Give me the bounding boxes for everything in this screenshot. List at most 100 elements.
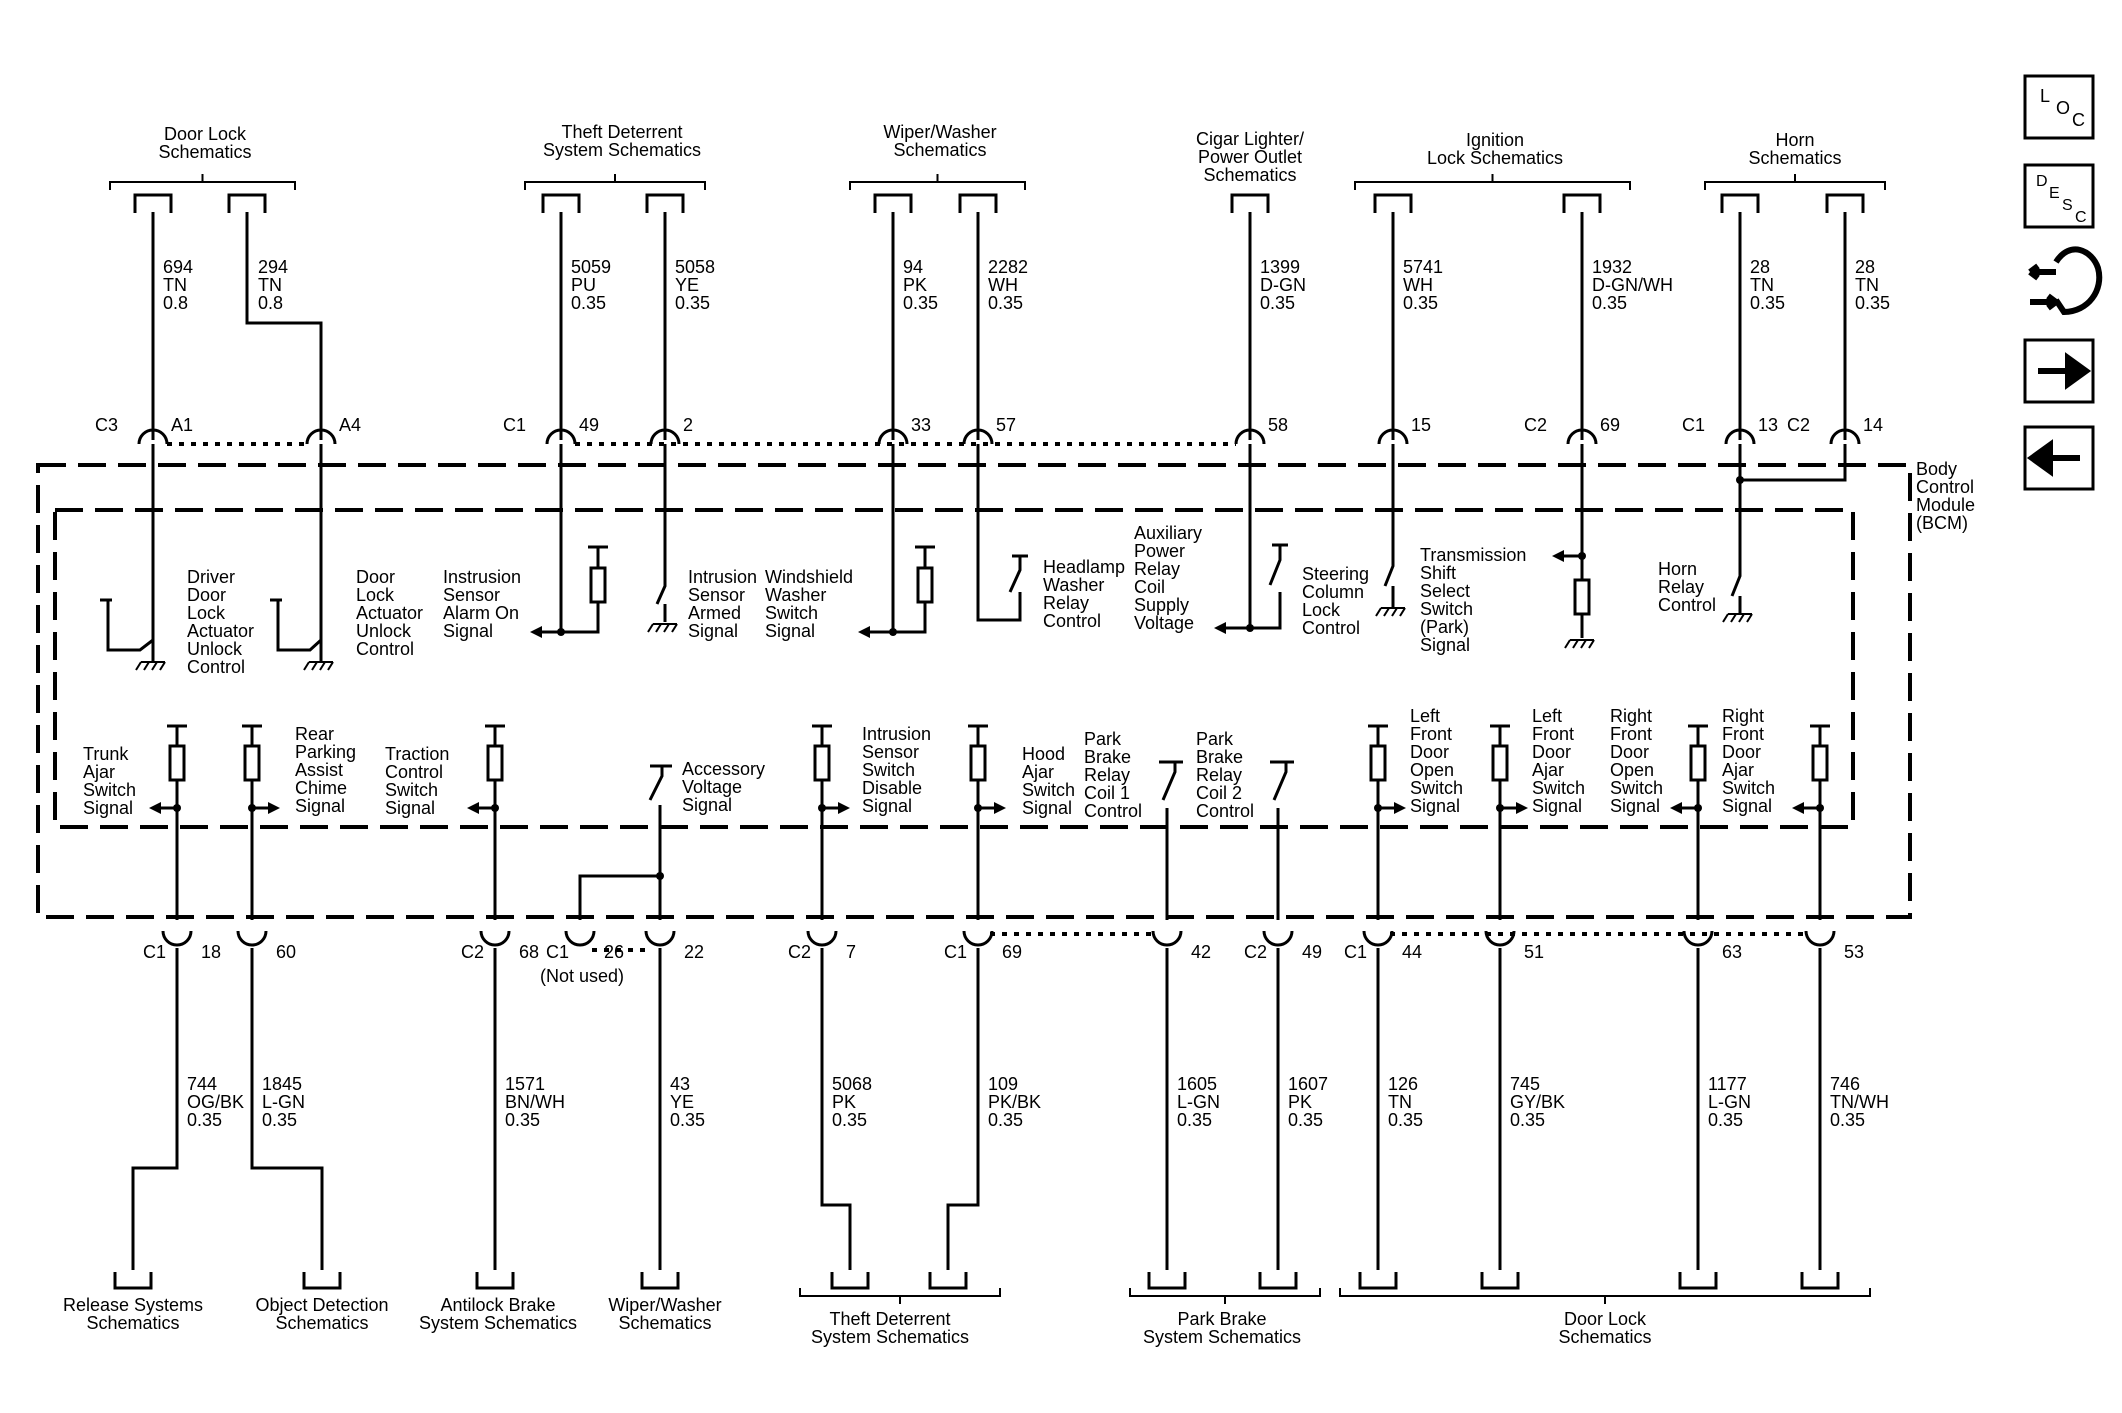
pin-label: 13 <box>1758 415 1778 435</box>
group-bracket <box>109 174 296 190</box>
internal-label: Instrusion <box>443 567 521 587</box>
connector-terminal <box>479 930 511 947</box>
desc-letter: S <box>2062 197 2073 214</box>
wire-layer <box>36 174 1912 1304</box>
arrow-left-icon <box>1670 802 1682 814</box>
circuit-label: OG/BK <box>187 1092 244 1112</box>
internal-label: Signal <box>1420 635 1470 655</box>
connector-arrows[interactable] <box>2028 263 2058 311</box>
module-label: Body <box>1916 459 1957 479</box>
wire <box>968 724 988 808</box>
pin-label: 44 <box>1402 942 1422 962</box>
arrow-right-icon[interactable] <box>2038 352 2092 390</box>
internal-label: Signal <box>295 796 345 816</box>
internal-label: Signal <box>1532 796 1582 816</box>
internal-label: Rear <box>295 724 334 744</box>
connector-label: C1 <box>503 415 526 435</box>
circuit-label: 5068 <box>832 1074 872 1094</box>
internal-label: Sensor <box>688 585 745 605</box>
internal-label: Control <box>1043 611 1101 631</box>
group-bracket <box>1354 174 1631 190</box>
pin-note: (Not used) <box>540 966 624 986</box>
circuit-label: 0.35 <box>675 293 710 313</box>
pin-label: A1 <box>171 415 193 435</box>
top-group-label: Horn <box>1775 130 1814 150</box>
circuit-label: PK <box>832 1092 856 1112</box>
internal-label: Relay <box>1084 765 1130 785</box>
pin-label: A4 <box>339 415 361 435</box>
desc-button-frame[interactable] <box>2023 163 2095 229</box>
connector-icon[interactable] <box>2028 246 2103 316</box>
arrow-left-icon <box>149 802 161 814</box>
top-group-label: Schematics <box>1203 165 1296 185</box>
arrow-right-icon <box>1394 802 1406 814</box>
loc-button[interactable]: LOC <box>2023 74 2095 140</box>
internal-label: Switch <box>83 780 136 800</box>
internal-label: Signal <box>385 798 435 818</box>
internal-label: Right <box>1722 706 1764 726</box>
pin-label: 18 <box>201 942 221 962</box>
resistor-icon <box>916 566 934 604</box>
internal-label: Switch <box>1022 780 1075 800</box>
internal-label: Select <box>1420 581 1470 601</box>
pin-label: 60 <box>276 942 296 962</box>
ground-icon <box>647 623 678 633</box>
internal-label: Signal <box>1410 796 1460 816</box>
relay-switch <box>648 764 672 876</box>
internal-label: Park <box>1196 729 1234 749</box>
circuit-label: TN <box>1388 1092 1412 1112</box>
circuit-label: YE <box>670 1092 694 1112</box>
circuit-label: TN/WH <box>1830 1092 1889 1112</box>
wire <box>870 470 895 634</box>
module-label: Control <box>1916 477 1974 497</box>
internal-label: Sensor <box>862 742 919 762</box>
circuit-label: 0.35 <box>1403 293 1438 313</box>
switch-icon <box>1730 470 1847 614</box>
junction-dot <box>889 628 897 636</box>
module-label: (BCM) <box>1916 513 1968 533</box>
bottom-group-label: Object Detection <box>255 1295 388 1315</box>
pin-label: 42 <box>1191 942 1211 962</box>
internal-label: Signal <box>1610 796 1660 816</box>
ground-icon <box>1375 607 1406 617</box>
junction-dot <box>1736 476 1744 484</box>
circuit-label: D-GN <box>1260 275 1306 295</box>
wire <box>561 545 608 634</box>
internal-label: Steering <box>1302 564 1369 584</box>
internal-label: Lock <box>187 603 226 623</box>
back-button[interactable] <box>2023 425 2095 491</box>
connector-shape[interactable] <box>2053 246 2103 316</box>
connector-terminal <box>1484 930 1516 947</box>
arrow-right-icon <box>1516 802 1528 814</box>
bottom-group-label: Schematics <box>618 1313 711 1333</box>
forward-button[interactable] <box>2023 338 2095 404</box>
connector-terminal <box>1377 428 1409 445</box>
circuit-label: L-GN <box>262 1092 305 1112</box>
arrow-left-icon[interactable] <box>2026 439 2080 477</box>
circuit-label: 0.35 <box>1855 293 1890 313</box>
desc-letter: C <box>2075 209 2087 226</box>
internal-label: Ajar <box>83 762 115 782</box>
circuit-label: 1571 <box>505 1074 545 1094</box>
switch-icon <box>1383 470 1395 608</box>
circuit-label: 0.35 <box>1288 1110 1323 1130</box>
internal-label: Voltage <box>682 777 742 797</box>
circuit-label: 0.35 <box>1830 1110 1865 1130</box>
wire <box>578 874 660 920</box>
connector-terminal <box>1262 930 1294 947</box>
pin-label: 7 <box>846 942 856 962</box>
internal-label: Chime <box>295 778 347 798</box>
arrow-left-icon <box>530 626 542 638</box>
internal-label: Front <box>1532 724 1574 744</box>
internal-label: Intrusion <box>862 724 931 744</box>
internal-label: Ajar <box>1532 760 1564 780</box>
circuit-label: 5741 <box>1403 257 1443 277</box>
loc-button-frame[interactable] <box>2023 74 2095 140</box>
internal-label: Relay <box>1196 765 1242 785</box>
connector-label: C1 <box>143 942 166 962</box>
ground-icon <box>1564 639 1595 649</box>
internal-label: Traction <box>385 744 449 764</box>
pin-label: 68 <box>519 942 539 962</box>
